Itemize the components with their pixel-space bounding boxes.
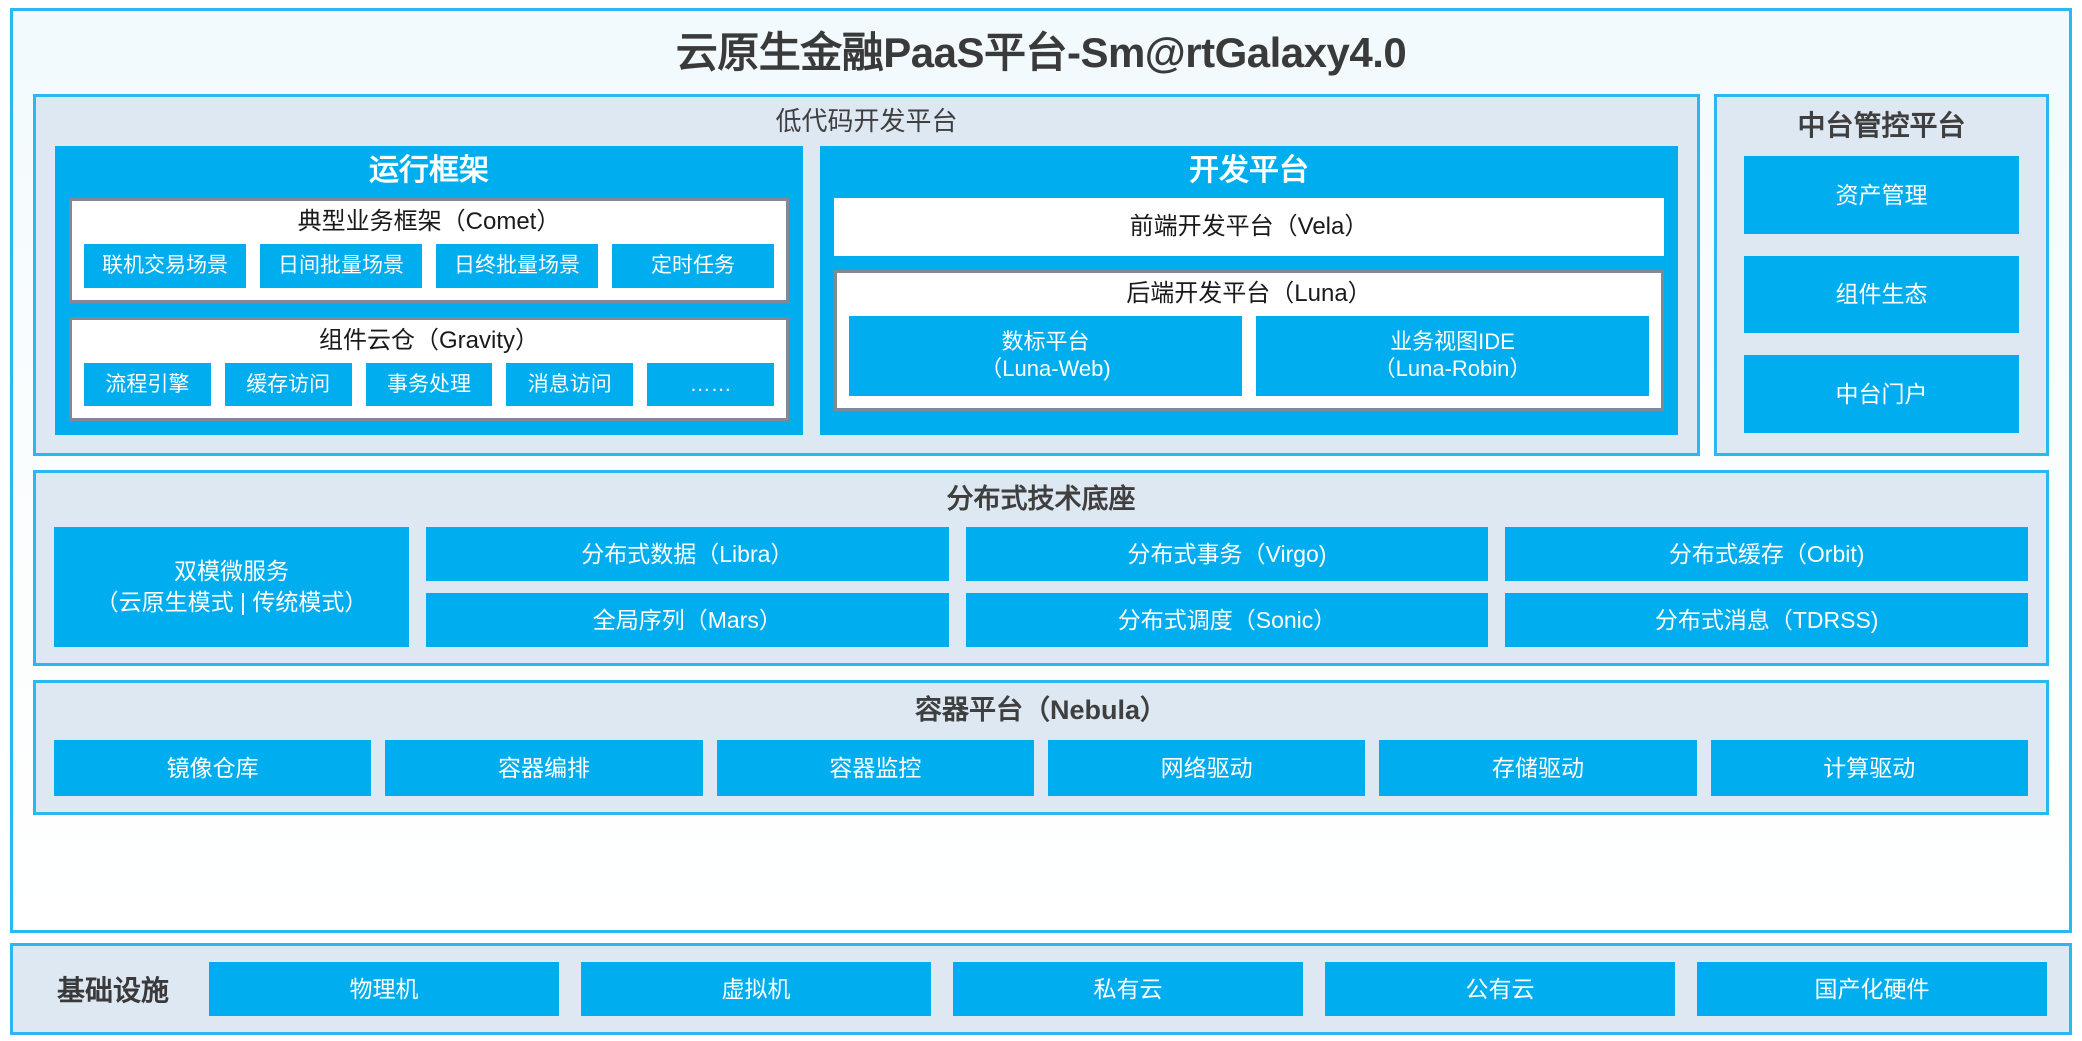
tile-eod-batch-scenario[interactable]: 日终批量场景	[436, 243, 598, 288]
tile-more-ellipsis[interactable]: ……	[647, 362, 774, 407]
tile-midoffice-portal[interactable]: 中台门户	[1744, 355, 2019, 434]
tile-dual-mode-microservice[interactable]: 双模微服务 （云原生模式 | 传统模式）	[54, 527, 409, 648]
dual-mode-microservice-column: 双模微服务 （云原生模式 | 传统模式）	[54, 527, 409, 648]
gravity-group: 组件云仓（Gravity） 流程引擎 缓存访问 事务处理 消息访问 ……	[69, 316, 789, 422]
container-platform-title: 容器平台（Nebula）	[914, 695, 1168, 726]
tile-network-driver[interactable]: 网络驱动	[1047, 740, 1366, 797]
tile-distributed-message-tdrss[interactable]: 分布式消息（TDRSS)	[1505, 593, 2029, 648]
tile-intraday-batch-scenario[interactable]: 日间批量场景	[260, 243, 422, 288]
distributed-techbase-panel: 分布式技术底座 双模微服务 （云原生模式 | 传统模式） 分布式数据（Libra…	[33, 470, 2049, 667]
comet-group: 典型业务框架（Comet） 联机交易场景 日间批量场景 日终批量场景 定时任务	[69, 197, 789, 303]
container-platform-panel: 容器平台（Nebula） 镜像仓库 容器编排 容器监控 网络驱动 存储驱动 计算…	[33, 680, 2049, 816]
tile-message-access[interactable]: 消息访问	[506, 362, 634, 407]
development-platform-block: 开发平台 前端开发平台（Vela） 后端开发平台（Luna） 数标平台 （Lun…	[820, 145, 1678, 436]
tile-scheduled-task[interactable]: 定时任务	[612, 243, 774, 288]
tile-virtual-machine[interactable]: 虚拟机	[581, 961, 932, 1016]
gravity-group-title: 组件云仓（Gravity）	[318, 326, 539, 354]
development-platform-title: 开发平台	[1189, 153, 1309, 187]
distributed-techbase-title: 分布式技术底座	[946, 484, 1136, 515]
luna-tile-row: 数标平台 （Luna-Web) 业务视图IDE （Luna-Robin）	[849, 315, 1649, 396]
infrastructure-tile-row: 物理机 虚拟机 私有云 公有云 国产化硬件	[209, 961, 2048, 1016]
tile-luna-robin[interactable]: 业务视图IDE （Luna-Robin）	[1256, 315, 1649, 396]
techbase-column-1: 分布式数据（Libra） 全局序列（Mars）	[426, 527, 949, 648]
lowcode-platform-body: 运行框架 典型业务框架（Comet） 联机交易场景 日间批量场景 日终批量场景 …	[55, 145, 1678, 436]
tile-compute-driver[interactable]: 计算驱动	[1710, 740, 2028, 797]
runtime-framework-title: 运行框架	[369, 153, 489, 187]
tile-storage-driver[interactable]: 存储驱动	[1379, 740, 1697, 797]
tile-transaction-processing[interactable]: 事务处理	[365, 362, 493, 407]
comet-group-title: 典型业务框架（Comet）	[297, 207, 561, 235]
infrastructure-panel: 基础设施 物理机 虚拟机 私有云 公有云 国产化硬件	[10, 942, 2072, 1035]
distributed-techbase-body: 双模微服务 （云原生模式 | 传统模式） 分布式数据（Libra） 全局序列（M…	[54, 527, 2029, 648]
tile-process-engine[interactable]: 流程引擎	[84, 362, 211, 407]
midoffice-control-title: 中台管控平台	[1797, 109, 1966, 141]
tile-online-transaction-scenario[interactable]: 联机交易场景	[84, 243, 246, 288]
infrastructure-label: 基础设施	[57, 974, 170, 1006]
tile-distributed-transaction-virgo[interactable]: 分布式事务（Virgo)	[965, 527, 1489, 582]
backend-dev-platform-title: 后端开发平台（Luna）	[1126, 279, 1372, 307]
gravity-tile-row: 流程引擎 缓存访问 事务处理 消息访问 ……	[84, 362, 774, 407]
tile-global-sequence-mars[interactable]: 全局序列（Mars）	[426, 593, 949, 648]
frontend-dev-platform-bar[interactable]: 前端开发平台（Vela）	[834, 197, 1664, 256]
lowcode-platform-title: 低代码开发平台	[775, 105, 958, 136]
container-tile-row: 镜像仓库 容器编排 容器监控 网络驱动 存储驱动 计算驱动	[54, 740, 2028, 797]
runtime-framework-block: 运行框架 典型业务框架（Comet） 联机交易场景 日间批量场景 日终批量场景 …	[55, 145, 803, 436]
tile-public-cloud[interactable]: 公有云	[1325, 961, 1676, 1016]
lowcode-platform-panel: 低代码开发平台 运行框架 典型业务框架（Comet） 联机交易场景 日间批量场景…	[33, 93, 1700, 457]
tile-luna-web[interactable]: 数标平台 （Luna-Web)	[849, 315, 1242, 396]
tile-domestic-hardware[interactable]: 国产化硬件	[1697, 961, 2048, 1016]
tile-physical-machine[interactable]: 物理机	[209, 961, 560, 1016]
platform-frame: 云原生金融PaaS平台-Sm@rtGalaxy4.0 低代码开发平台 运行框架 …	[10, 8, 2072, 933]
tile-cache-access[interactable]: 缓存访问	[224, 362, 352, 407]
tile-distributed-cache-orbit[interactable]: 分布式缓存（Orbit)	[1505, 527, 2029, 582]
top-row: 低代码开发平台 运行框架 典型业务框架（Comet） 联机交易场景 日间批量场景…	[33, 93, 2049, 457]
tile-image-registry[interactable]: 镜像仓库	[54, 740, 372, 797]
tile-private-cloud[interactable]: 私有云	[953, 961, 1304, 1016]
techbase-column-2: 分布式事务（Virgo) 分布式调度（Sonic）	[965, 527, 1489, 648]
tile-distributed-data-libra[interactable]: 分布式数据（Libra）	[426, 527, 949, 582]
techbase-column-3: 分布式缓存（Orbit) 分布式消息（TDRSS)	[1505, 527, 2029, 648]
tile-container-monitoring[interactable]: 容器监控	[716, 740, 1034, 797]
tile-component-ecosystem[interactable]: 组件生态	[1744, 255, 2019, 334]
midoffice-control-panel: 中台管控平台 资产管理 组件生态 中台门户	[1714, 93, 2049, 457]
backend-dev-platform-group: 后端开发平台（Luna） 数标平台 （Luna-Web) 业务视图IDE （Lu…	[834, 269, 1664, 411]
tile-asset-management[interactable]: 资产管理	[1744, 155, 2019, 234]
comet-tile-row: 联机交易场景 日间批量场景 日终批量场景 定时任务	[84, 243, 774, 288]
tile-distributed-scheduling-sonic[interactable]: 分布式调度（Sonic）	[965, 593, 1489, 648]
midoffice-tile-column: 资产管理 组件生态 中台门户	[1744, 155, 2019, 434]
tile-container-orchestration[interactable]: 容器编排	[385, 740, 703, 797]
page-title: 云原生金融PaaS平台-Sm@rtGalaxy4.0	[675, 29, 1407, 76]
